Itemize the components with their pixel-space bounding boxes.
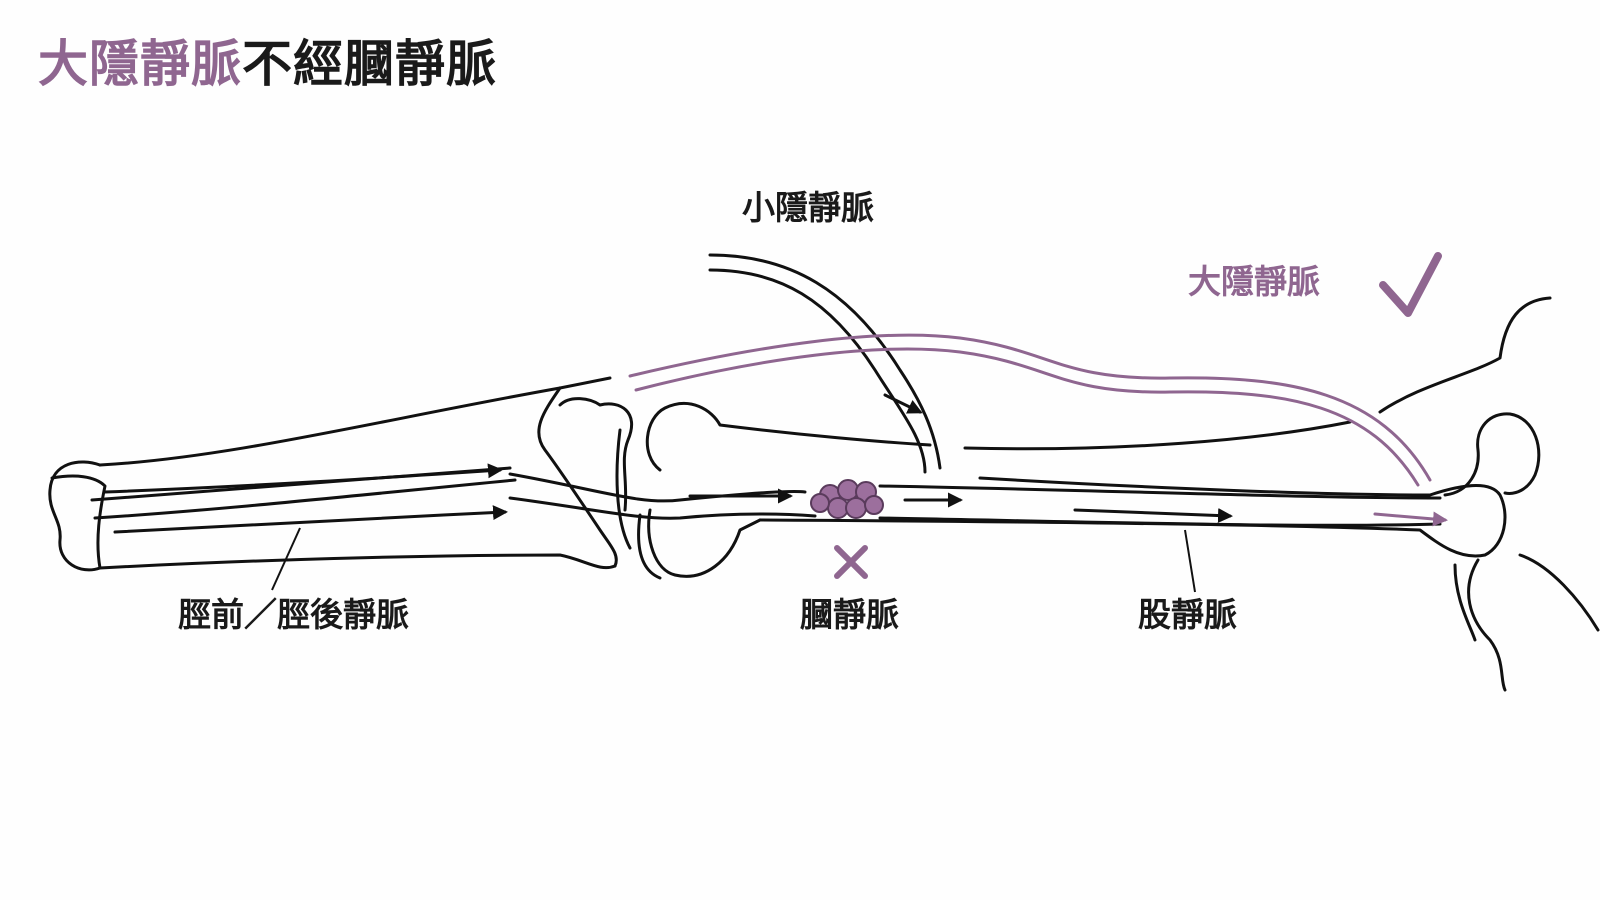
check-mark-icon xyxy=(1379,252,1442,317)
label-femoral-vein: 股靜脈 xyxy=(1138,595,1237,634)
title-highlight: 大隱靜脈 xyxy=(38,35,242,93)
small-saphenous-vein xyxy=(708,253,942,474)
title-rest: 不經膕靜脈 xyxy=(242,35,497,93)
page-title: 大隱靜脈不經膕靜脈 xyxy=(38,34,497,94)
label-great-saphenous-vein: 大隱靜脈 xyxy=(1188,262,1320,301)
great-saphenous-vein xyxy=(628,333,1448,527)
label-tibial-veins: 脛前／脛後靜脈 xyxy=(178,595,409,634)
popliteal-clot xyxy=(810,479,884,519)
lower-leg-bones xyxy=(48,376,634,572)
deep-vein-channel xyxy=(103,463,1442,534)
pointer-lines xyxy=(271,527,1196,593)
cross-mark-icon xyxy=(834,545,868,579)
label-small-saphenous-vein: 小隱靜脈 xyxy=(742,188,874,227)
knee-joint xyxy=(615,402,932,580)
label-popliteal-vein: 膕靜脈 xyxy=(800,595,899,634)
